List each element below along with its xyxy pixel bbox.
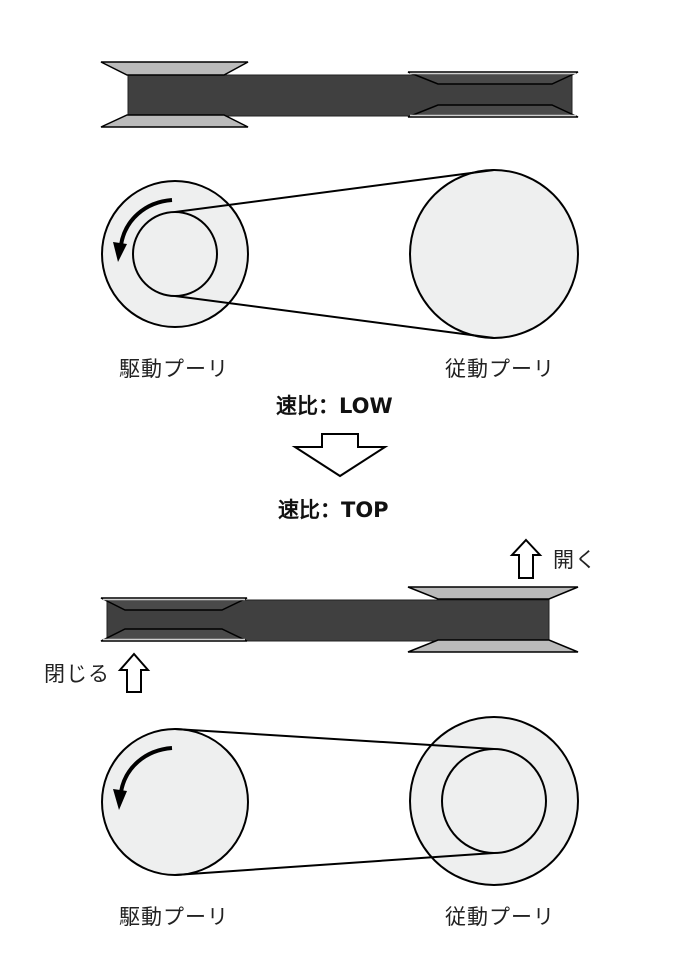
- top-cross-section: [100, 61, 579, 128]
- drive-pulley-label-bottom: 駆動プーリ: [119, 905, 229, 929]
- ratio-top-label: 速比：TOP: [278, 498, 389, 522]
- drive-pulley-outer: [101, 180, 249, 328]
- belt-lower: [174, 295, 495, 339]
- open-arrow-icon: [509, 538, 543, 579]
- top-side-view: [101, 169, 579, 339]
- belt-upper: [174, 169, 495, 213]
- bottom-cross-section: [100, 586, 579, 653]
- driven-pulley: [409, 169, 579, 339]
- drive-pulley-top-flange: [100, 597, 248, 611]
- drive-pulley-label-top: 駆動プーリ: [119, 357, 229, 381]
- rotation-arrow-icon: [113, 746, 173, 810]
- drive-pulley-top-flange: [100, 61, 249, 76]
- driven-pulley-bottom-flange: [407, 104, 579, 118]
- bottom-side-view: [101, 716, 579, 886]
- close-arrow-icon: [117, 652, 151, 693]
- belt-upper: [174, 728, 495, 750]
- driven-pulley-label-bottom: 従動プーリ: [445, 905, 555, 929]
- ratio-low-label: 速比：LOW: [276, 394, 393, 418]
- driven-pulley-bottom-flange: [407, 639, 579, 653]
- driven-pulley-outer: [409, 716, 579, 886]
- driven-pulley-label-top: 従動プーリ: [445, 357, 555, 381]
- driven-pulley-top-flange: [407, 586, 579, 600]
- down-arrow-icon: [291, 433, 389, 478]
- drive-pulley-bottom-flange: [100, 628, 248, 642]
- open-label: 開く: [553, 548, 597, 572]
- close-label: 閉じる: [44, 662, 110, 686]
- drive-pulley: [101, 728, 249, 876]
- drive-pulley-bottom-flange: [100, 114, 249, 128]
- driven-pulley-top-flange: [407, 71, 579, 85]
- rotation-arrow-icon: [113, 198, 173, 262]
- belt-lower: [174, 852, 495, 876]
